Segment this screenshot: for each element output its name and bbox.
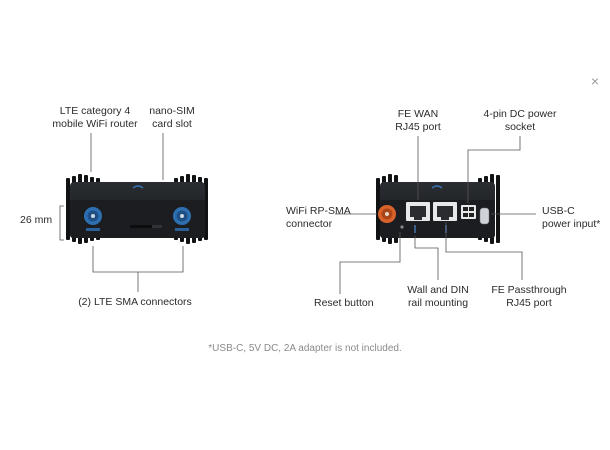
left-sma-connector-2 [173, 207, 191, 231]
label-dc-line2: socket [504, 121, 536, 133]
label-sim: nano-SIM card slot [132, 105, 212, 131]
label-sim-line1: nano-SIM [149, 105, 195, 117]
label-sim-line2: card slot [152, 118, 192, 130]
label-mount-line1: Wall and DIN [407, 284, 469, 296]
fe-wan-port [406, 202, 430, 221]
label-wifi: WiFi RP-SMA connector [286, 205, 351, 231]
wifi-rp-sma-connector [378, 205, 396, 223]
left-router-device [66, 174, 208, 244]
right-callouts [335, 136, 536, 294]
label-wifi-line1: WiFi RP-SMA [286, 205, 351, 217]
din-mount-slot [414, 225, 416, 233]
label-dc-line1: 4-pin DC power [483, 108, 557, 120]
label-sma: (2) LTE SMA connectors [78, 296, 192, 308]
left-sim-slot [130, 225, 152, 228]
footnote: *USB-C, 5V DC, 2A adapter is not include… [208, 343, 402, 354]
dc-power-socket [461, 205, 476, 219]
label-router-line2: mobile WiFi router [52, 118, 138, 130]
left-callouts [59, 133, 184, 292]
label-router: LTE category 4 mobile WiFi router [40, 105, 150, 131]
right-router-device [376, 174, 500, 244]
label-mount-line2: rail mounting [407, 297, 469, 309]
label-usbc-line1: USB-C [542, 205, 575, 217]
right-logo-icon [431, 185, 443, 189]
label-usbc: USB-C power input* [542, 205, 600, 231]
label-passthrough-line2: RJ45 port [506, 297, 552, 309]
label-passthrough: FE Passthrough RJ45 port [484, 284, 574, 310]
label-dc: 4-pin DC power socket [470, 108, 570, 134]
label-height: 26 mm [20, 214, 53, 226]
label-passthrough-line1: FE Passthrough [491, 284, 567, 296]
fe-passthrough-port [433, 202, 457, 221]
left-sma-connector-1 [84, 207, 102, 231]
label-mount: Wall and DIN rail mounting [398, 284, 478, 310]
label-wifi-line2: connector [286, 218, 333, 230]
label-router-line1: LTE category 4 [59, 105, 131, 117]
label-wan-line1: FE WAN [397, 108, 439, 120]
label-wan: FE WAN RJ45 port [378, 108, 458, 134]
reset-button [400, 225, 404, 229]
label-reset: Reset button [314, 297, 374, 309]
label-usbc-line2: power input* [542, 218, 601, 230]
close-icon[interactable]: × [590, 73, 600, 89]
usb-c-port [479, 207, 490, 225]
label-wan-line2: RJ45 port [395, 121, 441, 133]
left-logo-icon [132, 185, 144, 189]
